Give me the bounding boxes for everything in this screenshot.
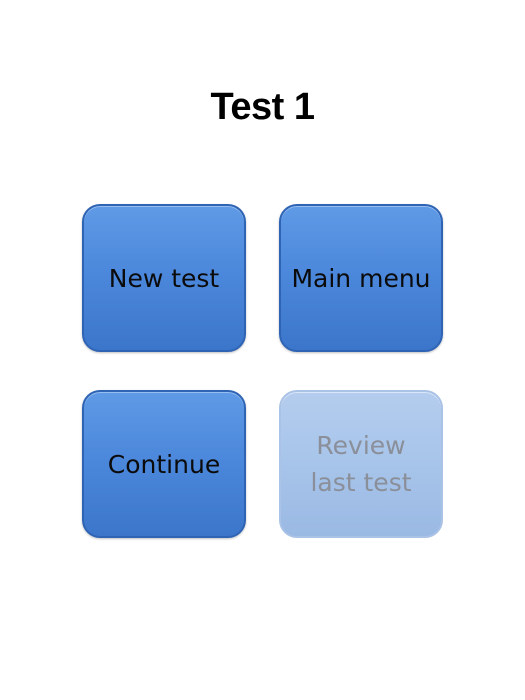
- new-test-button[interactable]: New test: [82, 204, 246, 352]
- new-test-label: New test: [108, 263, 220, 293]
- review-last-test-label: Review last test: [310, 431, 412, 497]
- continue-button[interactable]: Continue: [82, 390, 246, 538]
- main-menu-button[interactable]: Main menu: [279, 204, 443, 352]
- review-last-test-button: Review last test: [279, 390, 443, 538]
- continue-label: Continue: [107, 449, 221, 479]
- page-title: Test 1: [210, 86, 315, 128]
- main-menu-label: Main menu: [291, 263, 431, 293]
